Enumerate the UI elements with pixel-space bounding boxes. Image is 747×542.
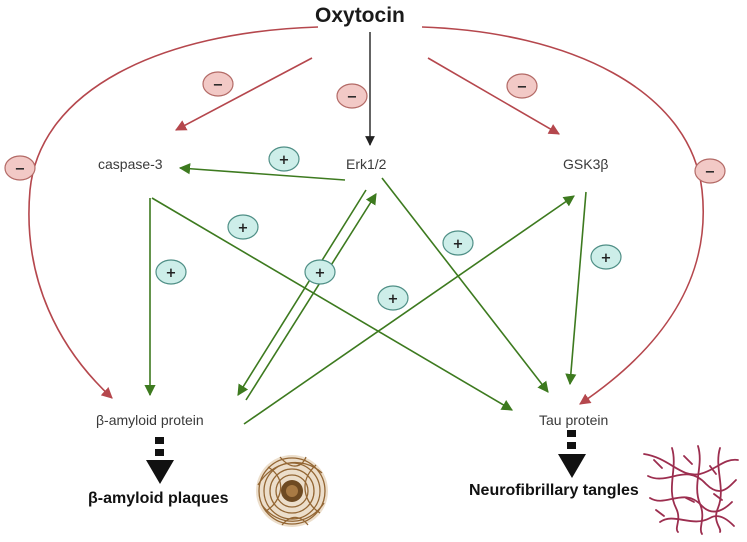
- arrow-gsk-to-tau-protein: [565, 191, 587, 386]
- svg-text:−: −: [347, 90, 358, 105]
- arrow-oxytocin-to-gsk: [427, 57, 560, 135]
- erk-node: Erk1/2: [346, 156, 387, 172]
- amyloid-plaques-label: β-amyloid plaques: [88, 490, 229, 507]
- inhibition-badges: − − − − −: [4, 71, 726, 184]
- arrow-erk-to-amyloid-protein: [237, 189, 367, 396]
- neurofibrillary-tangles-label: Neurofibrillary tangles: [469, 482, 639, 499]
- tau-protein-node: Tau protein: [539, 412, 609, 428]
- svg-text:+: +: [279, 153, 290, 168]
- activate-badge: +: [377, 285, 409, 311]
- svg-text:−: −: [15, 162, 26, 177]
- arrow-amyloid-protein-to-gsk: [243, 195, 575, 425]
- svg-text:+: +: [388, 292, 399, 307]
- inhibitory-arrows: [28, 26, 704, 405]
- arrow-oxytocin-to-caspase: [175, 57, 313, 131]
- arrow-oxytocin-to-tau-protein: [421, 26, 704, 405]
- plaque-icon: [256, 455, 328, 527]
- activating-arrows: [144, 163, 587, 425]
- inhibit-badge: −: [202, 71, 234, 97]
- activation-badges: + + + + + + +: [155, 146, 622, 311]
- inhibit-badge: −: [336, 83, 368, 109]
- arrow-erk-to-tau-protein: [381, 177, 549, 393]
- arrow-oxytocin-to-amyloid-protein: [28, 26, 319, 399]
- svg-text:+: +: [315, 266, 326, 281]
- inhibit-badge: −: [694, 158, 726, 184]
- activate-badge: +: [155, 259, 187, 285]
- arrow-erk-to-caspase: [178, 163, 346, 181]
- inhibit-badge: −: [4, 155, 36, 181]
- activate-badge: +: [442, 230, 474, 256]
- gsk3b-node: GSK3β: [563, 156, 609, 172]
- svg-text:+: +: [238, 221, 249, 236]
- svg-text:+: +: [601, 251, 612, 266]
- caspase-3-node: caspase-3: [98, 156, 163, 172]
- arrow-amyloid-protein-to-erk: [245, 193, 377, 401]
- activate-badge: +: [304, 259, 336, 285]
- activate-badge: +: [268, 146, 300, 172]
- oxytocin-title: Oxytocin: [315, 4, 405, 27]
- arrow-caspase-to-tau-protein: [151, 197, 513, 411]
- activate-badge: +: [590, 244, 622, 270]
- svg-text:+: +: [166, 266, 177, 281]
- outcome-arrow-right: [558, 430, 586, 478]
- activate-badge: +: [227, 214, 259, 240]
- svg-text:+: +: [453, 237, 464, 252]
- inhibit-badge: −: [506, 73, 538, 99]
- amyloid-protein-node: β-amyloid protein: [96, 412, 204, 428]
- svg-text:−: −: [213, 78, 224, 93]
- svg-text:−: −: [705, 165, 716, 180]
- outcome-arrow-left: [146, 437, 174, 484]
- svg-text:−: −: [517, 80, 528, 95]
- tangle-icon: [643, 445, 739, 535]
